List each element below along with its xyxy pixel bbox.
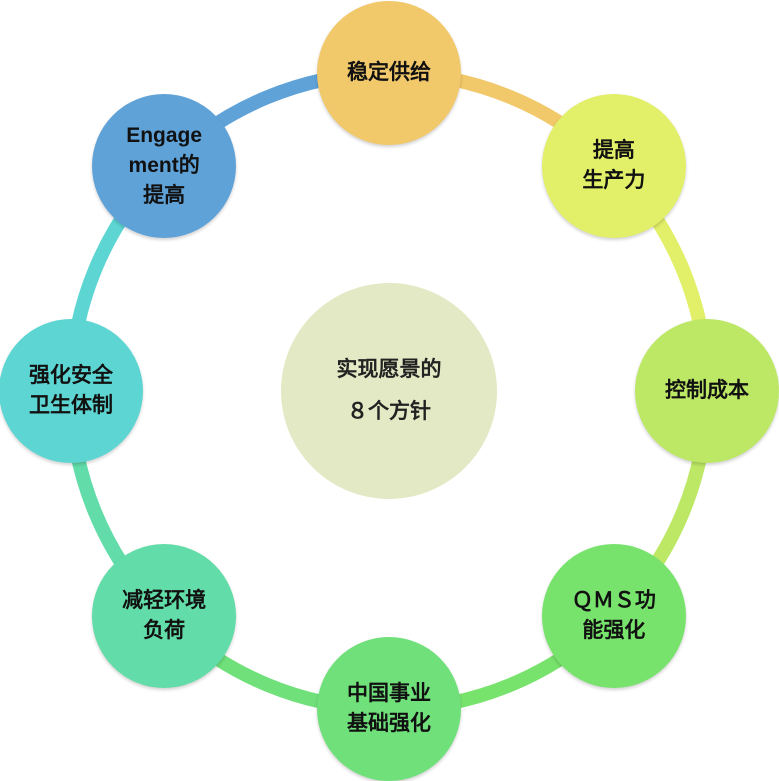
- node-stable-supply: 稳定供给: [317, 1, 461, 145]
- node-engagement-line-2: ment的: [128, 154, 200, 178]
- center-title-line-1: 实现愿景的: [336, 358, 442, 381]
- node-china-business-line-2: 基础强化: [347, 712, 431, 735]
- node-china-business: 中国事业 基础强化: [317, 637, 461, 781]
- node-productivity: 提高 生产力: [541, 94, 686, 239]
- node-stable-supply-line-1: 稳定供给: [347, 61, 431, 84]
- node-cost-control-line-1: 控制成本: [665, 379, 749, 402]
- node-environment-line-2: 负荷: [143, 618, 186, 642]
- center-circle: 实现愿景的 ８个方针: [281, 283, 497, 499]
- node-productivity-line-1: 提高: [592, 139, 635, 163]
- node-safety-health-line-2: 卫生体制: [29, 394, 113, 417]
- node-engagement: Engage ment的 提高: [92, 94, 237, 239]
- node-engagement-line-1: Engage: [126, 124, 203, 148]
- node-cost-control: 控制成本: [635, 319, 779, 463]
- node-safety-health-line-1: 强化安全: [29, 364, 113, 387]
- node-qms-line-2: 能强化: [582, 618, 646, 642]
- node-safety-health: 强化安全 卫生体制: [0, 319, 143, 463]
- node-qms: ＱＭＳ功 能强化: [541, 543, 686, 688]
- node-environment-line-1: 减轻环境: [122, 588, 207, 612]
- node-productivity-line-2: 生产力: [582, 169, 646, 193]
- node-china-business-line-1: 中国事业: [347, 682, 431, 705]
- center-title-line-2: ８个方针: [347, 400, 431, 423]
- node-qms-line-1: ＱＭＳ功: [571, 588, 656, 612]
- node-engagement-line-3: 提高: [143, 184, 186, 208]
- node-environment: 减轻环境 负荷: [92, 543, 237, 688]
